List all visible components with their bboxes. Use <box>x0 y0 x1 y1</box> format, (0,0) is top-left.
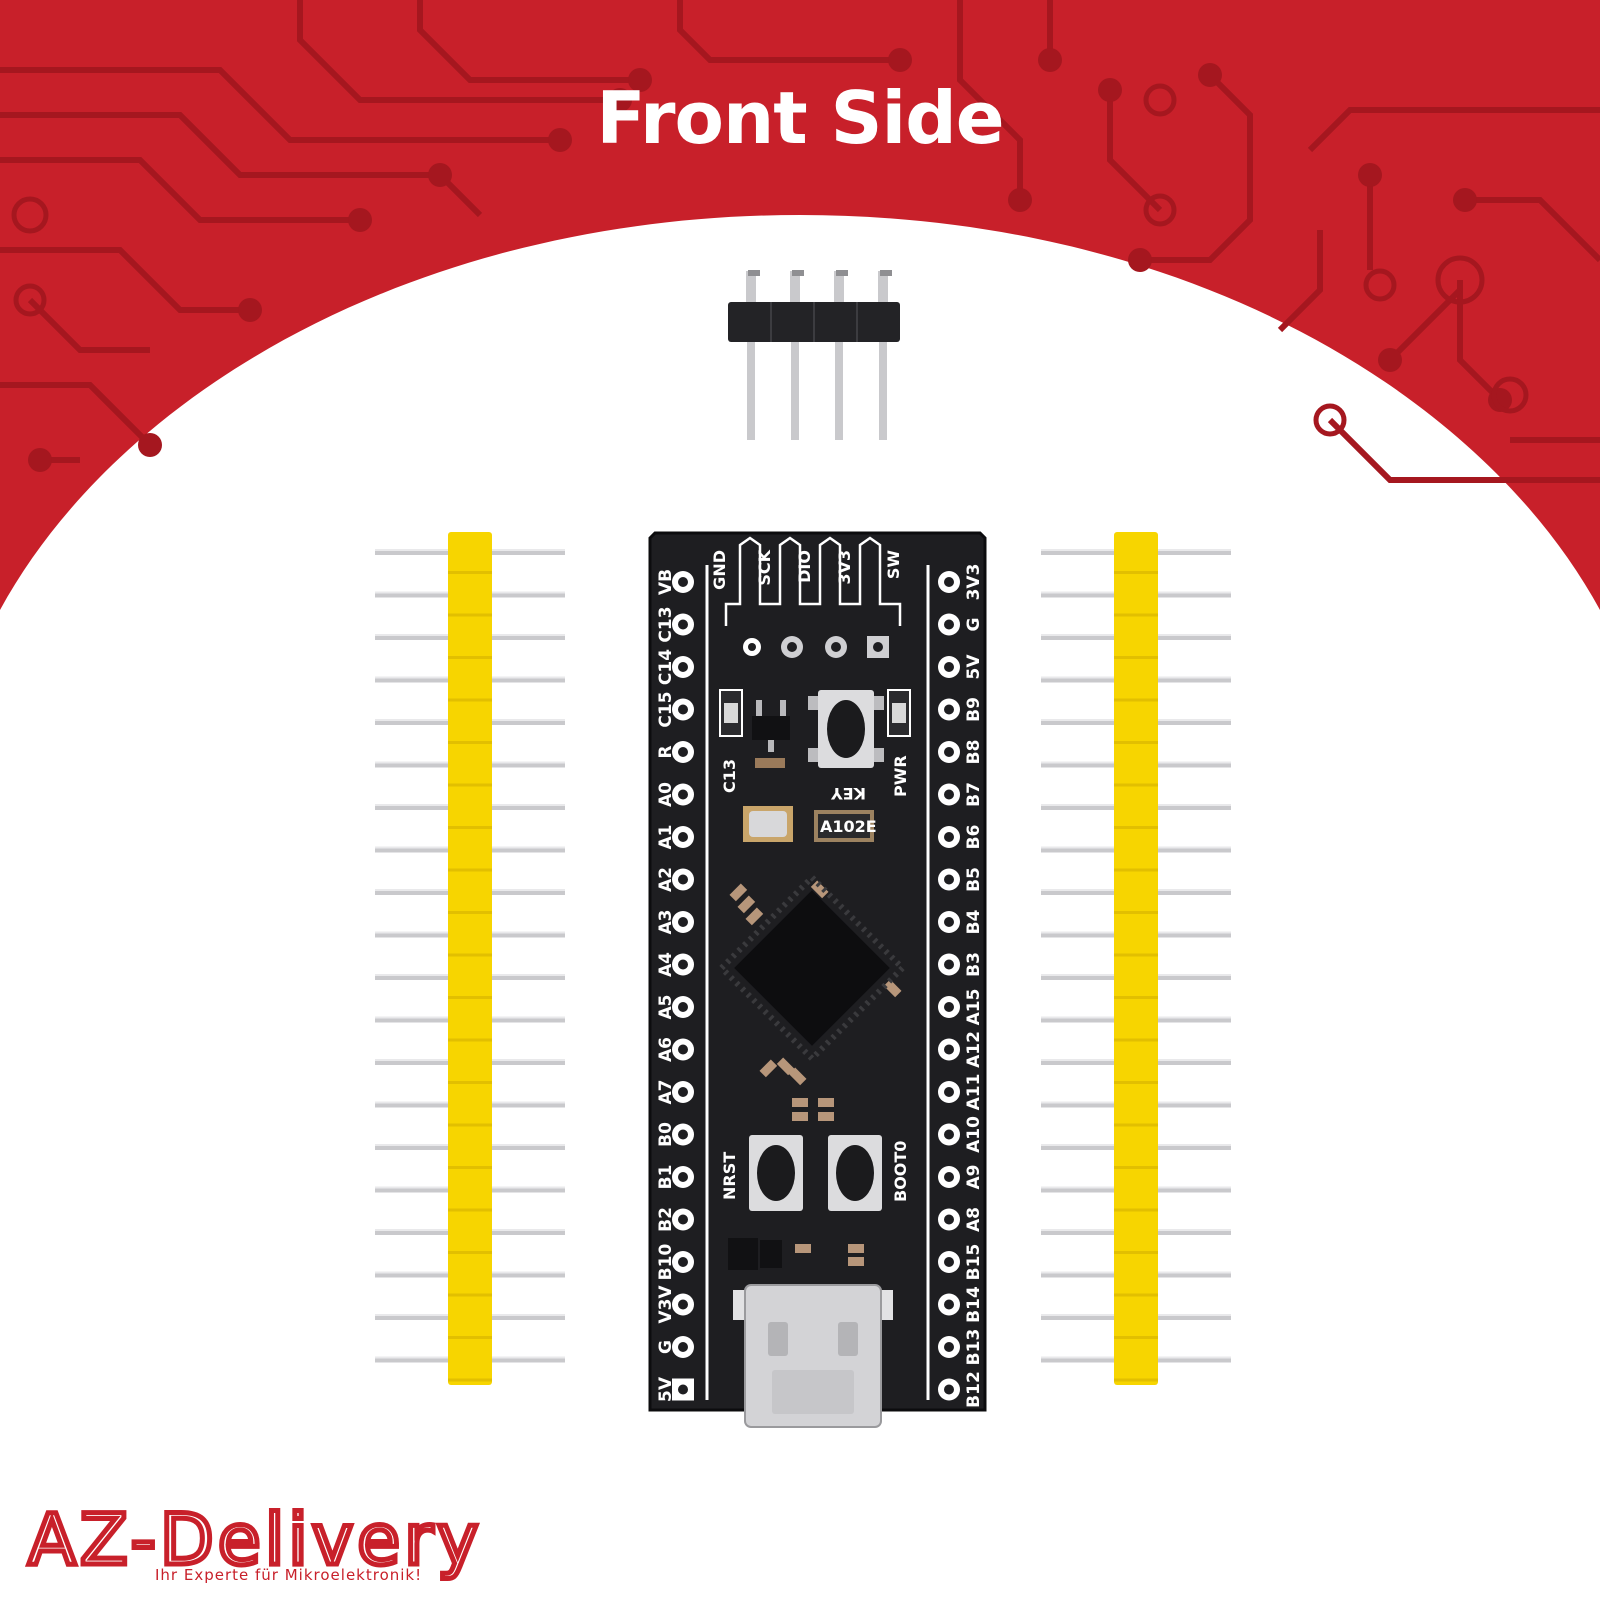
circuit-rings <box>11 83 1529 437</box>
left-yellow-pin-header <box>375 532 565 1385</box>
header-pin <box>746 271 756 311</box>
pin-label-b4: B4 <box>964 909 984 934</box>
usb-c-port <box>733 1284 893 1428</box>
resistor-code: A102E <box>820 817 877 836</box>
resistor-a102e <box>814 810 874 842</box>
pin-label-a12: A12 <box>964 1031 984 1068</box>
header-pin <box>790 271 800 311</box>
swd-pads <box>743 636 889 658</box>
header-pin <box>747 340 755 440</box>
pin-label-b0: B0 <box>656 1122 676 1147</box>
pcb-board: VBC13C14C15RA0A1A2A3A4A5A6A7B0B1B2B10V3V… <box>648 531 987 1428</box>
pin-label-b1: B1 <box>656 1165 676 1190</box>
right-pin-holes <box>938 571 960 1401</box>
pin-label-r: R <box>656 745 676 758</box>
pin-label-c14: C14 <box>656 649 676 685</box>
pin-label-a9: A9 <box>964 1165 984 1190</box>
esd-chip <box>728 1238 758 1270</box>
label-key: KEY <box>831 784 866 803</box>
pin-label-a15: A15 <box>964 989 984 1026</box>
pin-label-a11: A11 <box>964 1074 984 1111</box>
red-banner <box>0 0 1600 610</box>
az-delivery-logo: AZ-Delivery <box>26 1498 482 1584</box>
pin-label-a7: A7 <box>656 1080 676 1105</box>
pin-label-c15: C15 <box>656 691 676 727</box>
swd-pin-labels: GND SCK DIO 3V3 SW <box>710 549 903 589</box>
pin-label-b6: B6 <box>964 825 984 850</box>
4-pin-header <box>728 270 900 440</box>
voltage-regulator <box>752 716 790 740</box>
pin-label-b9: B9 <box>964 697 984 722</box>
pin-label-g: G <box>656 1340 676 1354</box>
swd-label-dio: DIO <box>795 550 814 583</box>
pin-label-a8: A8 <box>964 1207 984 1232</box>
pin-label-a2: A2 <box>656 867 676 892</box>
swd-label-3v3: 3V3 <box>835 550 854 585</box>
pin-label-b13: B13 <box>964 1329 984 1366</box>
pin-label-b10: B10 <box>656 1244 676 1281</box>
pin-label-b2: B2 <box>656 1207 676 1232</box>
pin-label-a1: A1 <box>656 825 676 850</box>
right-yellow-pin-header <box>1041 532 1231 1385</box>
label-c13: C13 <box>720 759 739 793</box>
circuit-traces <box>0 0 1600 483</box>
circuit-pads <box>28 48 1512 472</box>
header-pin <box>834 271 844 311</box>
page-title: Front Side <box>596 76 1004 160</box>
header-pin <box>791 340 799 440</box>
label-boot0: BOOT0 <box>891 1141 910 1202</box>
header-pin <box>878 271 888 311</box>
header-pin <box>879 340 887 440</box>
pin-label-a0: A0 <box>656 782 676 807</box>
pin-label-b12: B12 <box>964 1371 984 1408</box>
swd-label-sw: SW <box>884 550 903 580</box>
swd-outline <box>724 536 902 626</box>
smd-components <box>729 880 902 1266</box>
pin-label-a6: A6 <box>656 1037 676 1062</box>
header-pin <box>835 340 843 440</box>
logo-tagline: Ihr Experte für Mikroelektronik! <box>155 1566 423 1584</box>
label-pwr: PWR <box>891 755 910 797</box>
pin-label-5v: 5V <box>964 654 984 680</box>
logo-text: AZ-Delivery <box>28 1499 482 1581</box>
pin-label-g: G <box>964 618 984 632</box>
pin-label-a3: A3 <box>656 910 676 935</box>
swd-label-sck: SCK <box>755 549 774 585</box>
label-nrst: NRST <box>720 1152 739 1200</box>
swd-label-gnd: GND <box>710 550 729 590</box>
pin-label-v3v: V3V <box>656 1285 676 1324</box>
pin-label-a5: A5 <box>656 995 676 1020</box>
pin-label-3v3: 3V3 <box>964 564 984 601</box>
pin-label-b15: B15 <box>964 1244 984 1281</box>
pin-label-b3: B3 <box>964 952 984 977</box>
pin-label-c13: C13 <box>656 606 676 642</box>
pin-label-a10: A10 <box>964 1116 984 1153</box>
pin-label-b14: B14 <box>964 1286 984 1323</box>
left-pin-holes <box>672 571 694 1401</box>
pin-label-5v: 5V <box>656 1376 676 1402</box>
microcontroller-chip <box>717 873 907 1063</box>
pin-label-b7: B7 <box>964 782 984 807</box>
pin-label-a4: A4 <box>656 952 676 977</box>
pin-label-b8: B8 <box>964 740 984 765</box>
pin-label-vb: VB <box>656 569 676 595</box>
pin-label-b5: B5 <box>964 867 984 892</box>
